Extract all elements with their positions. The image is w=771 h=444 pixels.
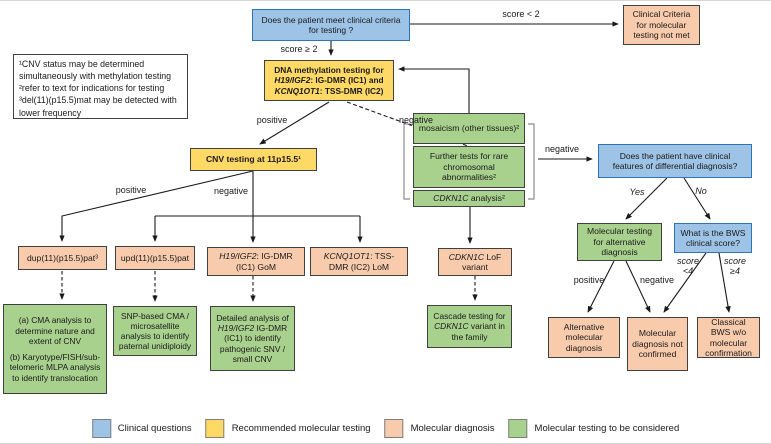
node-further-tests: Further tests for rare chromosomal abnor… xyxy=(413,146,525,188)
edge-label-score-lt2: score < 2 xyxy=(502,9,540,19)
node-label: Alternative molecular diagnosis xyxy=(563,321,605,353)
node-label: SNP-based CMA / microsatellite analysis … xyxy=(118,310,192,352)
node-label: CDKN1C analysis² xyxy=(433,193,505,204)
legend-swatch-testing-considered xyxy=(508,419,528,438)
footnotes-box: ¹CNV status may be determined simultaneo… xyxy=(13,54,188,119)
node-label: H19/IGF2: IG-DMR (IC1) GoM xyxy=(219,251,293,272)
node-label: Molecular testing for alternative diagno… xyxy=(587,226,652,258)
node-label: CDKN1C LoF variant xyxy=(448,251,502,272)
node-label: dup(11)(p15.5)pat³ xyxy=(26,252,99,263)
footnote-2: ²refer to text for indications for testi… xyxy=(19,83,165,94)
node-ic1-gom: H19/IGF2: IG-DMR (IC1) GoM xyxy=(207,247,305,276)
node-label: upd(11)(p15.5)pat xyxy=(120,252,190,263)
legend-item-recommended-testing: Recommended molecular testing xyxy=(205,419,371,438)
edge-label-no: No xyxy=(695,186,707,196)
node-alternative-diagnosis: Alternative molecular diagnosis xyxy=(548,317,620,358)
legend-label: Recommended molecular testing xyxy=(231,423,371,434)
edge-label-positive: positive xyxy=(573,275,605,285)
node-clinical-criteria-question: Does the patient meet clinical criteria … xyxy=(252,9,410,41)
edge-label-yes: Yes xyxy=(629,187,645,197)
node-label: Detailed analysis of H19/IGF2 IG-DMR (IC… xyxy=(216,312,289,364)
edge-label-score-lt4: score <4 xyxy=(676,256,699,276)
node-label: DNA methylation testing for H19/IGF2: IG… xyxy=(274,65,384,96)
edge-label-score-ge2: score ≥ 2 xyxy=(280,44,318,54)
legend-swatch-clinical-questions xyxy=(91,419,111,438)
node-label: What is the BWS clinical score? xyxy=(680,227,746,248)
node-dup-11p15: dup(11)(p15.5)pat³ xyxy=(18,246,107,270)
legend-label: Clinical questions xyxy=(117,423,192,434)
footnote-1: ¹CNV status may be determined simultaneo… xyxy=(19,59,172,82)
node-criteria-not-met: Clinical Criteria for molecular testing … xyxy=(623,5,700,45)
edge-label-negative: negative xyxy=(398,115,434,125)
question-line: Does the patient have clinical xyxy=(619,150,731,161)
node-cascade-testing: Cascade testing for CDKN1C variant in th… xyxy=(427,305,512,348)
node-upd-11p15: upd(11)(p15.5)pat xyxy=(115,246,195,270)
node-detailed-analysis: Detailed analysis of H19/IGF2 IG-DMR (IC… xyxy=(210,306,295,371)
question-line: for testing ? xyxy=(308,25,354,35)
legend-item-molecular-diagnosis: Molecular diagnosis xyxy=(384,419,495,438)
legend: Clinical questions Recommended molecular… xyxy=(91,419,680,438)
cma-para-a: (a) CMA analysis to determine nature and… xyxy=(15,315,95,346)
node-label: Cascade testing for CDKN1C variant in th… xyxy=(433,311,506,342)
node-snp-cma: SNP-based CMA / microsatellite analysis … xyxy=(113,306,197,356)
cma-para-b: (b) Karyotype/FISH/sub-telomeric MLPA an… xyxy=(9,352,101,383)
legend-item-clinical-questions: Clinical questions xyxy=(91,419,192,438)
node-label: KCNQ1OT1: TSS-DMR (IC2) LoM xyxy=(323,251,395,272)
question-line: Does the patient meet clinical criteria xyxy=(261,14,401,25)
node-classical-bws: Classical BWS w/o molecular confirmation xyxy=(697,317,760,358)
node-alternative-testing: Molecular testing for alternative diagno… xyxy=(577,223,662,261)
legend-swatch-recommended-testing xyxy=(205,419,225,438)
node-cnv-testing: CNV testing at 11p15.5¹ xyxy=(190,148,317,171)
node-differential-question: Does the patient have clinical features … xyxy=(598,144,752,178)
edge-label-negative: negative xyxy=(213,186,249,196)
footnote-3: ³del(11)(p15.5)mat may be detected with … xyxy=(19,95,177,118)
edge-label-negative: negative xyxy=(639,275,675,285)
edge-label-positive: positive xyxy=(256,115,288,125)
node-cdkn1c-lof: CDKN1C LoF variant xyxy=(438,248,512,276)
node-diagnosis-not-confirmed: Molecular diagnosis not confirmed xyxy=(627,317,688,371)
node-cdkn1c-analysis: CDKN1C analysis² xyxy=(413,190,525,207)
legend-item-testing-considered: Molecular testing to be considered xyxy=(508,419,680,438)
legend-label: Molecular testing to be considered xyxy=(534,423,680,434)
node-bws-score-question: What is the BWS clinical score? xyxy=(674,223,752,253)
node-ic2-lom: KCNQ1OT1: TSS-DMR (IC2) LoM xyxy=(310,247,408,276)
node-label: Classical BWS w/o molecular confirmation xyxy=(705,316,752,358)
node-cma-analysis: (a) CMA analysis to determine nature and… xyxy=(3,304,107,394)
node-label: Molecular diagnosis not confirmed xyxy=(632,328,683,360)
node-label: CNV testing at 11p15.5¹ xyxy=(205,154,302,165)
node-label: Further tests for rare chromosomal abnor… xyxy=(429,151,509,183)
node-dna-methylation-testing: DNA methylation testing for H19/IGF2: IG… xyxy=(264,60,394,101)
question-line: features of differential diagnosis? xyxy=(612,161,738,171)
edge-label-positive: positive xyxy=(115,185,147,195)
legend-label: Molecular diagnosis xyxy=(410,423,495,434)
node-label: Clinical Criteria for molecular testing … xyxy=(632,9,691,41)
node-label: mosaicism (other tissues)² xyxy=(418,123,520,134)
stack-brackets xyxy=(403,123,535,200)
edge-label-score-ge4: score ≥4 xyxy=(723,256,746,276)
edge-label-negative: negative xyxy=(544,144,580,154)
node-mosaicism: mosaicism (other tissues)² xyxy=(413,113,525,144)
legend-swatch-molecular-diagnosis xyxy=(384,419,404,438)
